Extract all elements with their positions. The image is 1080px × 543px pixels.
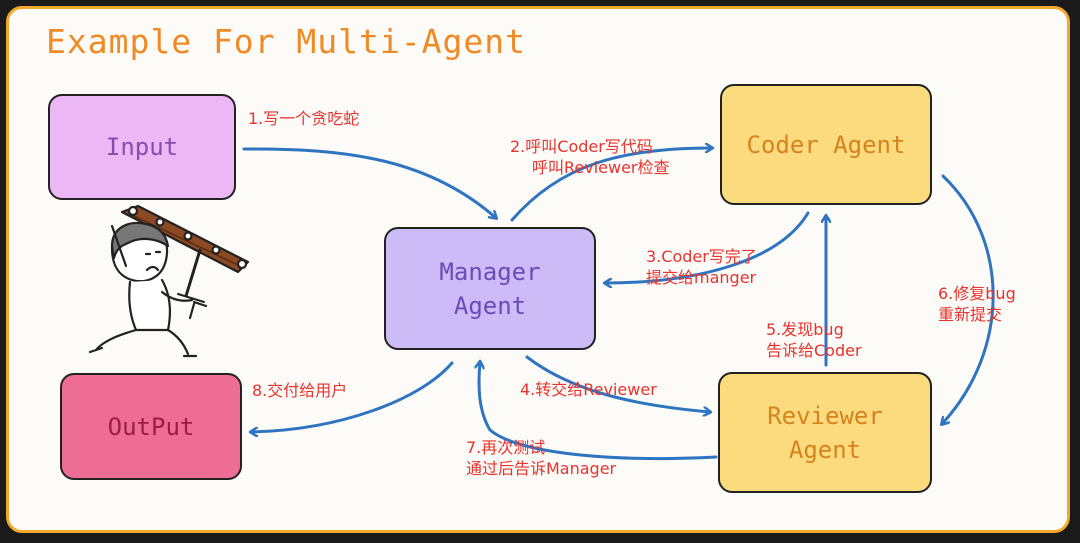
step5-label: 5.发现bug 告诉给Coder bbox=[766, 319, 862, 361]
step7-label: 7.再次测试 通过后告诉Manager bbox=[466, 437, 616, 479]
step6-text-line2: 重新提交 bbox=[938, 305, 1003, 324]
arrow-manager-to-coder bbox=[510, 148, 712, 222]
arrow-input-to-manager bbox=[242, 147, 496, 218]
step8-label: 8.交付给用户 bbox=[252, 380, 347, 401]
coder-agent-node: Coder Agent bbox=[720, 84, 932, 205]
manager-agent-label-line2: Agent bbox=[453, 291, 527, 320]
input-node-label: Input bbox=[105, 133, 179, 161]
step6-label: 6.修复bug 重新提交 bbox=[938, 283, 1016, 325]
manager-agent-label-line1: Manager bbox=[439, 257, 541, 286]
manager-agent-node: Manager Agent bbox=[384, 227, 596, 350]
step7-text-line1: 7.再次测试 bbox=[466, 438, 546, 457]
reviewer-agent-label-line1: Reviewer bbox=[767, 401, 883, 430]
step5-text-line1: 5.发现bug bbox=[766, 320, 844, 339]
step1-text: 1.写一个贪吃蛇 bbox=[248, 109, 360, 128]
step5-text-line2: 告诉给Coder bbox=[766, 341, 862, 360]
step1-label: 1.写一个贪吃蛇 bbox=[248, 108, 359, 129]
coder-agent-label: Coder Agent bbox=[746, 130, 906, 159]
step4-label: 4.转交给Reviewer bbox=[520, 379, 657, 400]
reviewer-agent-node: Reviewer Agent bbox=[718, 372, 932, 493]
step3-text-line1: 3.Coder写完了 bbox=[646, 247, 757, 266]
cartoon-knight-icon bbox=[88, 204, 250, 358]
step3-text-line2: 提交给manger bbox=[646, 268, 757, 287]
output-node-label: OutPut bbox=[107, 412, 195, 441]
arrow-reviewer-to-manager bbox=[479, 362, 718, 461]
arrow-manager-to-output bbox=[251, 361, 454, 432]
output-node: OutPut bbox=[60, 373, 242, 480]
step7-text-line2: 通过后告诉Manager bbox=[466, 459, 617, 478]
step3-label: 3.Coder写完了 提交给manger bbox=[646, 246, 757, 288]
arrow-coder-to-reviewer bbox=[942, 174, 995, 424]
reviewer-agent-label-line2: Agent bbox=[788, 435, 862, 464]
step8-text: 8.交付给用户 bbox=[252, 381, 348, 400]
step2-text-line1: 2.呼叫Coder写代码 bbox=[510, 137, 653, 156]
step6-text-line1: 6.修复bug bbox=[938, 284, 1016, 303]
step2-text-line2: 呼叫Reviewer检查 bbox=[532, 158, 670, 177]
arrow-coder-to-manager bbox=[605, 211, 810, 283]
step2-label: 2.呼叫Coder写代码 呼叫Reviewer检查 bbox=[510, 136, 670, 178]
step4-text: 4.转交给Reviewer bbox=[520, 380, 657, 399]
input-node: Input bbox=[48, 94, 236, 200]
diagram-title: Example For Multi-Agent bbox=[46, 22, 526, 61]
arrow-manager-to-reviewer bbox=[525, 355, 710, 412]
